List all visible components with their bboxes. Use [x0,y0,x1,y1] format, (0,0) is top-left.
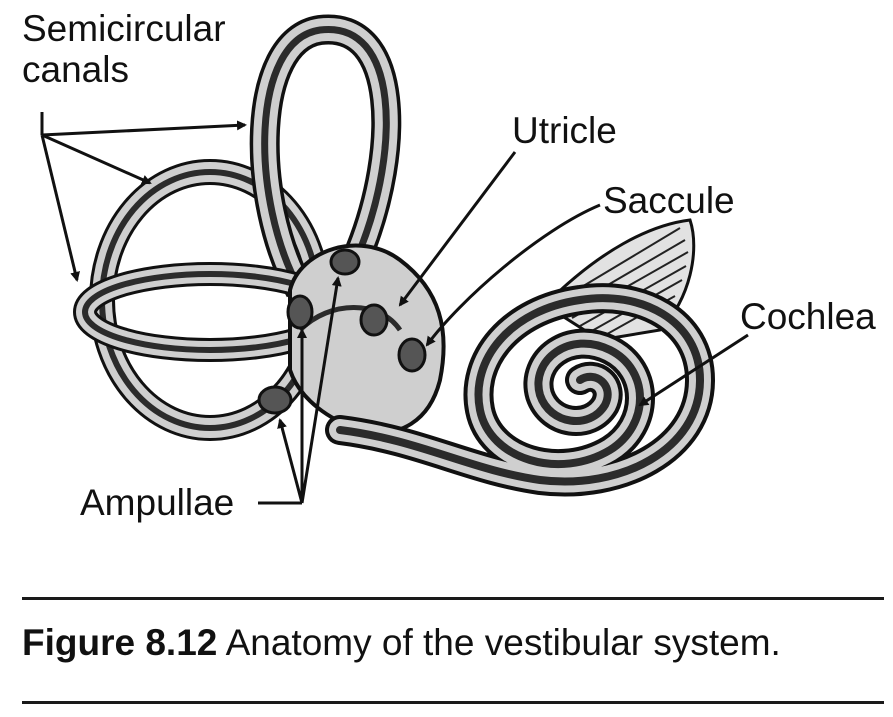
semicircular-pointers [40,112,247,282]
label-semicircular-line1: Semicircular [22,8,226,49]
label-utricle: Utricle [512,110,617,151]
vestibule [288,243,446,435]
caption-top-rule [22,597,884,600]
saccule-macula [397,337,427,373]
vestibular-diagram: Semicircular canals Utricle Saccule Coch… [22,8,876,523]
cochlea-pointer [638,333,749,407]
cochlea-spiral [325,283,716,497]
figure-number: Figure 8.12 [22,622,218,663]
inner-ear-illustration [40,14,749,505]
utricle-macula [359,303,389,337]
figure-caption: Figure 8.12 Anatomy of the vestibular sy… [22,622,781,664]
anterior-canal [249,14,402,298]
caption-bottom-rule [22,701,884,704]
utricle-pointer [398,151,517,307]
figure-caption-text: Anatomy of the vestibular system. [217,622,781,663]
label-semicircular-line2: canals [22,49,129,91]
label-ampullae: Ampullae [80,482,235,523]
label-semicircular-canals: Semicircular canals [22,8,226,91]
saccule-pointer [425,203,601,347]
ampullae-pointers [258,276,342,505]
label-cochlea: Cochlea [740,296,876,337]
label-saccule: Saccule [603,180,735,221]
